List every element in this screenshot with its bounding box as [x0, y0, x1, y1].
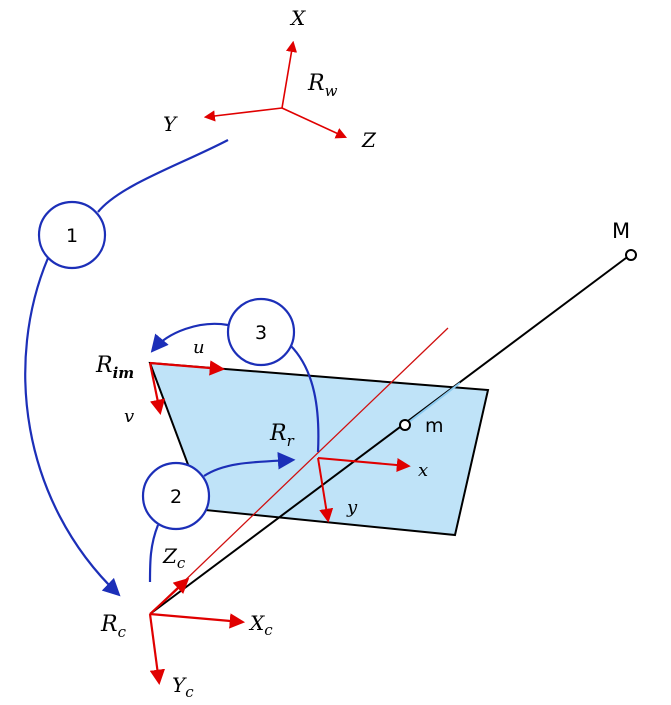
image-point-label: m [425, 415, 444, 437]
transform-3-circle [226, 297, 296, 367]
transform-1-arc-bottom [24, 257, 121, 597]
world-point-marker [625, 249, 637, 261]
transform-1-arc-top [97, 139, 229, 213]
world-point-label: M [612, 219, 630, 243]
world-frame-label: Rw [307, 71, 338, 100]
image-point-marker [399, 419, 411, 431]
camera-y-axis-label: Yc [172, 673, 194, 701]
optical-axis [149, 327, 449, 615]
camera-frame-label: Rc [100, 612, 127, 641]
world-x-axis-label: X [289, 6, 306, 30]
camera-x-axis-label: Xc [248, 611, 273, 639]
world-y-axis-label: Y [163, 112, 178, 136]
retina-frame-axes [317, 457, 411, 523]
image-u-axis-label: u [193, 337, 205, 358]
transform-3-arc-right [289, 344, 320, 453]
image-v-axis-label: v [124, 406, 134, 427]
transform-2-circle [141, 461, 211, 531]
image-frame-label: Rim [95, 353, 134, 382]
transform-2-arc-bottom [148, 524, 160, 583]
camera-z-axis-label: Zc [162, 544, 186, 572]
transform-3-arc-left [150, 322, 229, 353]
transform-3-label: 3 [255, 322, 267, 344]
retina-y-axis-label: y [346, 497, 358, 518]
camera-frame-axes [148, 577, 246, 686]
transform-1-circle [37, 200, 107, 270]
world-frame-axes [203, 40, 348, 139]
image-frame-axes [148, 360, 226, 416]
retina-x-axis-label: x [418, 460, 428, 481]
ray-highlight [404, 382, 461, 426]
transform-2-arc-top [203, 451, 296, 477]
projection-ray [149, 254, 631, 615]
world-z-axis-label: Z [361, 128, 377, 152]
transform-1-label: 1 [66, 225, 78, 247]
retina-frame-label: Rr [269, 421, 295, 450]
transform-2-label: 2 [170, 486, 182, 508]
